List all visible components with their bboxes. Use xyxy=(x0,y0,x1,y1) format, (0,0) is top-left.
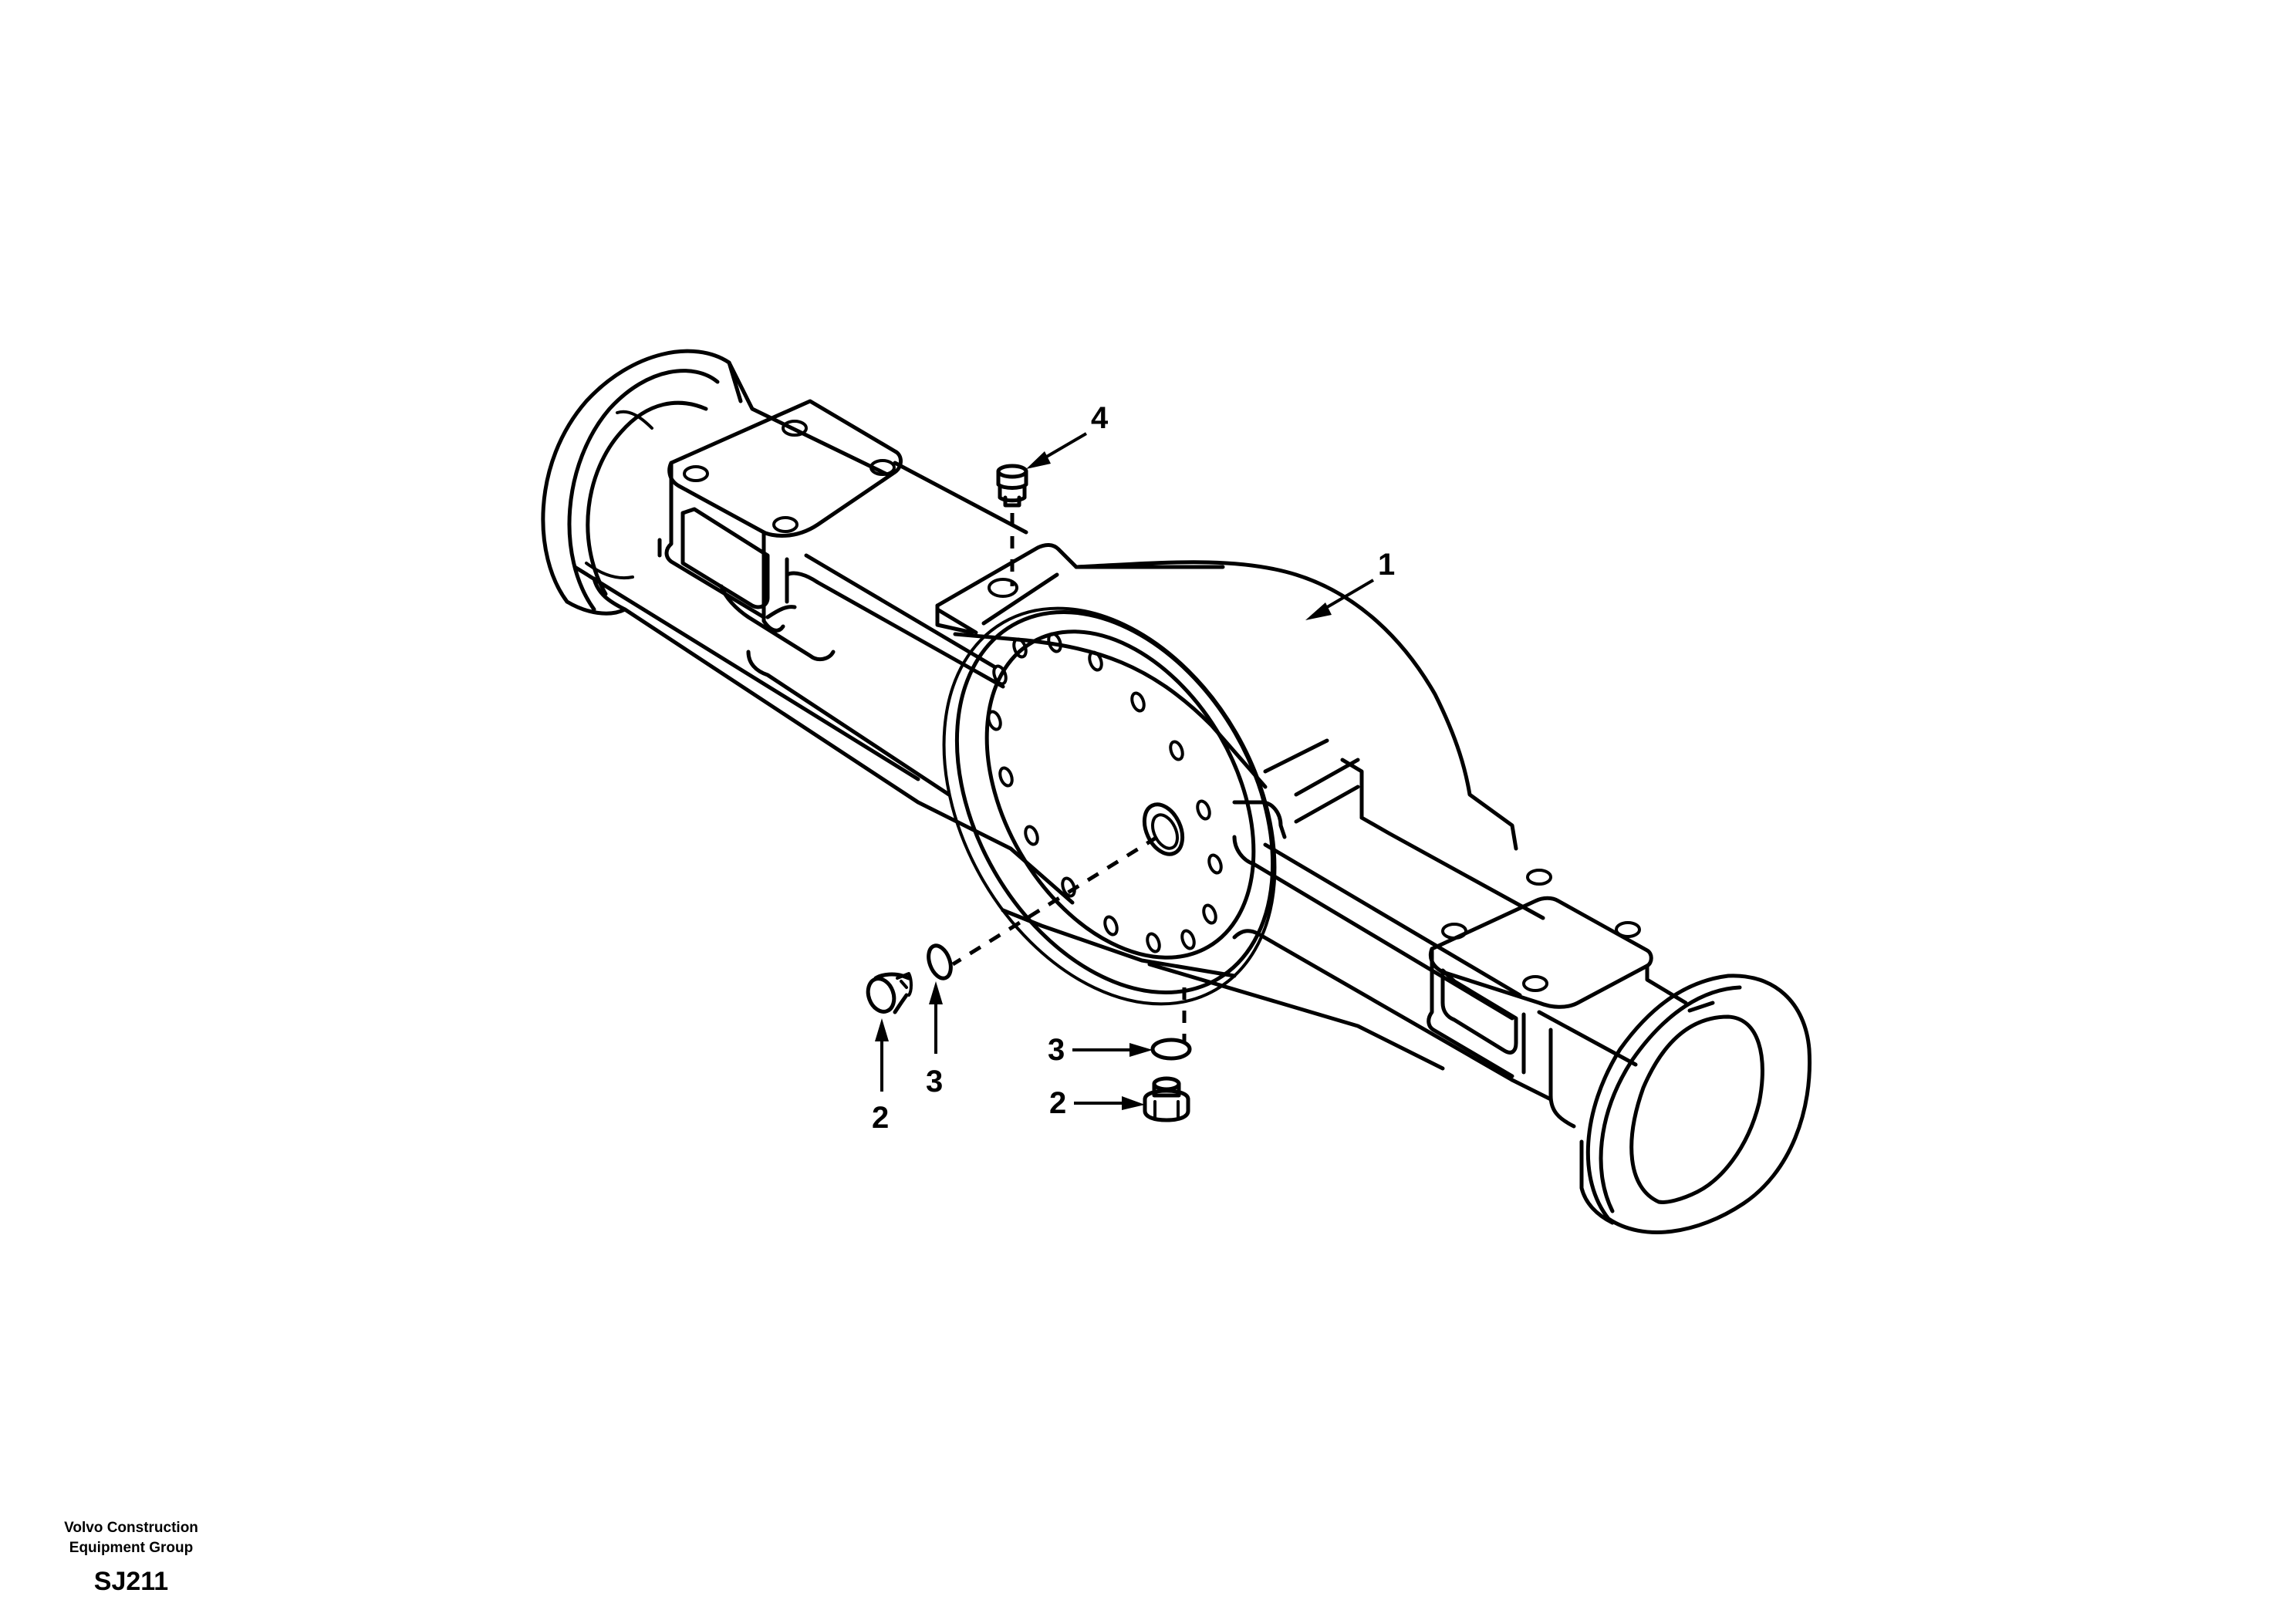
cover-flange xyxy=(942,606,1514,1082)
callout-label: 2 xyxy=(1049,1086,1066,1120)
publisher-block: Volvo Construction Equipment Group SJ211 xyxy=(31,1518,231,1600)
breather-part[interactable] xyxy=(996,464,1028,508)
bottom-oring-part[interactable] xyxy=(1150,1038,1192,1061)
assembly-lines xyxy=(951,513,1187,1041)
arrow-icon xyxy=(875,1018,889,1041)
bolt-holes xyxy=(987,632,1223,953)
callout-3a[interactable]: 3 xyxy=(926,981,943,1099)
right-pad xyxy=(1427,869,1688,1129)
callout-label: 2 xyxy=(872,1101,889,1135)
arrow-icon xyxy=(1122,1096,1145,1110)
left-arm xyxy=(572,360,1075,905)
callout-4[interactable]: 4 xyxy=(1026,401,1109,469)
callout-label: 4 xyxy=(1091,401,1109,435)
callout-label: 1 xyxy=(1378,548,1395,582)
publisher-line-2: Equipment Group xyxy=(69,1540,194,1556)
arrow-icon xyxy=(1026,451,1051,469)
front-plug-dash xyxy=(951,835,1159,967)
callout-2a[interactable]: 2 xyxy=(872,1018,889,1135)
callout-1[interactable]: 1 xyxy=(1305,548,1395,620)
callout-label: 3 xyxy=(926,1065,943,1099)
bottom-plug-part[interactable] xyxy=(1143,1076,1190,1122)
front-oring-part[interactable] xyxy=(924,943,954,981)
front-plug-part[interactable] xyxy=(863,972,913,1015)
callout-label: 3 xyxy=(1048,1033,1065,1067)
drawing-code: SJ211 xyxy=(93,1567,169,1596)
left-flange xyxy=(541,349,743,616)
arrow-icon xyxy=(1129,1043,1153,1057)
arrow-icon xyxy=(1305,602,1332,620)
arrow-icon xyxy=(929,981,943,1004)
callout-3b[interactable]: 3 xyxy=(1048,1033,1153,1067)
right-flange xyxy=(1579,974,1812,1234)
publisher-line-1: Volvo Construction xyxy=(64,1520,198,1536)
breather-pad xyxy=(935,543,1225,635)
callout-2b[interactable]: 2 xyxy=(1049,1086,1145,1120)
